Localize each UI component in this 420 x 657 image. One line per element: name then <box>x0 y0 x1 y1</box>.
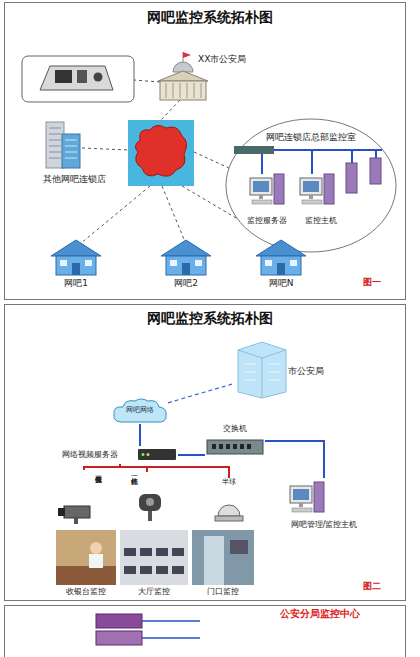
switch-device <box>207 440 263 454</box>
icon-node: 红外一体机 <box>128 472 166 524</box>
monitor-device-box <box>22 56 134 102</box>
node-label: 网吧连锁店总部监控室 <box>245 132 377 143</box>
node-label: 收银台监控 <box>55 587 117 597</box>
panel-frames <box>5 3 406 657</box>
node-label: 监控主机 <box>296 216 346 226</box>
icon-node: 网吧2 <box>155 238 217 292</box>
connector <box>84 464 120 470</box>
icon-node: 网吧N <box>250 238 312 292</box>
ellipse-shape <box>226 119 396 252</box>
connector <box>168 384 232 403</box>
node-label: 网络视频服务器 <box>62 450 136 460</box>
host-computer <box>290 482 324 512</box>
district-center-devices <box>96 614 200 645</box>
figure-label: 公安分局监控中心 <box>280 608 404 620</box>
icon-node: XX市公安局 <box>158 50 268 102</box>
node-label: 市公安局 <box>288 366 342 377</box>
ellipse-node: 网吧连锁店总部监控室监控服务器监控主机 <box>225 118 397 253</box>
icon-node: 网络视频服务器 <box>62 446 178 464</box>
node-label: 交换机 <box>205 424 265 434</box>
icon-node: 网吧管理/监控主机 <box>276 478 372 532</box>
connector <box>178 454 205 456</box>
node-label: 网吧2 <box>155 278 217 289</box>
connector <box>120 464 229 478</box>
icon-node: 其他网吧连锁店 <box>28 118 120 188</box>
icon-node: 监控服务器 <box>238 168 296 230</box>
node-label: 其他网吧连锁店 <box>28 174 120 185</box>
diagram-title: 网吧监控系统拓朴图 <box>0 9 420 26</box>
node-label: 网吧网络 <box>112 406 168 414</box>
icon-node: 门口监控 <box>191 528 255 598</box>
chain-building <box>46 122 80 168</box>
city-police-building <box>238 342 286 398</box>
icon-node: 网吧1 <box>45 238 107 292</box>
node-label: 门口监控 <box>191 587 255 597</box>
internet-cafe-houses <box>51 240 306 275</box>
hq-equipment <box>234 146 382 204</box>
icon-node: 监控主机 <box>296 168 346 230</box>
network-map <box>128 120 194 186</box>
figure-label: 图二 <box>352 581 392 592</box>
icon-node: 市公安局 <box>232 338 342 398</box>
icon-node: 收银台监控 <box>55 528 117 598</box>
video-server <box>138 449 176 460</box>
cloud-node: 网吧网络 <box>112 398 168 424</box>
node-label: 半球 <box>212 478 246 486</box>
cameras <box>58 494 243 524</box>
icon-node: 可变焦摄像机 <box>62 470 106 524</box>
figure-label: 图一 <box>352 277 392 288</box>
node-label: 网吧1 <box>45 278 107 289</box>
icon-node: 大厅监控 <box>119 528 189 598</box>
node-label: XX市公安局 <box>198 54 268 65</box>
figure-label: 网吧监控系统拓朴图 <box>0 310 420 327</box>
icon-node: 交换机 <box>205 424 265 458</box>
site-photos <box>56 530 254 585</box>
police-building <box>158 52 208 100</box>
icon-node: 半球 <box>212 478 246 526</box>
node-label: 网吧管理/监控主机 <box>276 520 372 530</box>
node-label: 大厅监控 <box>119 587 189 597</box>
connector <box>139 424 141 446</box>
node-label: 监控服务器 <box>238 216 296 226</box>
node-label: 网吧N <box>250 278 312 289</box>
connector <box>265 441 324 478</box>
